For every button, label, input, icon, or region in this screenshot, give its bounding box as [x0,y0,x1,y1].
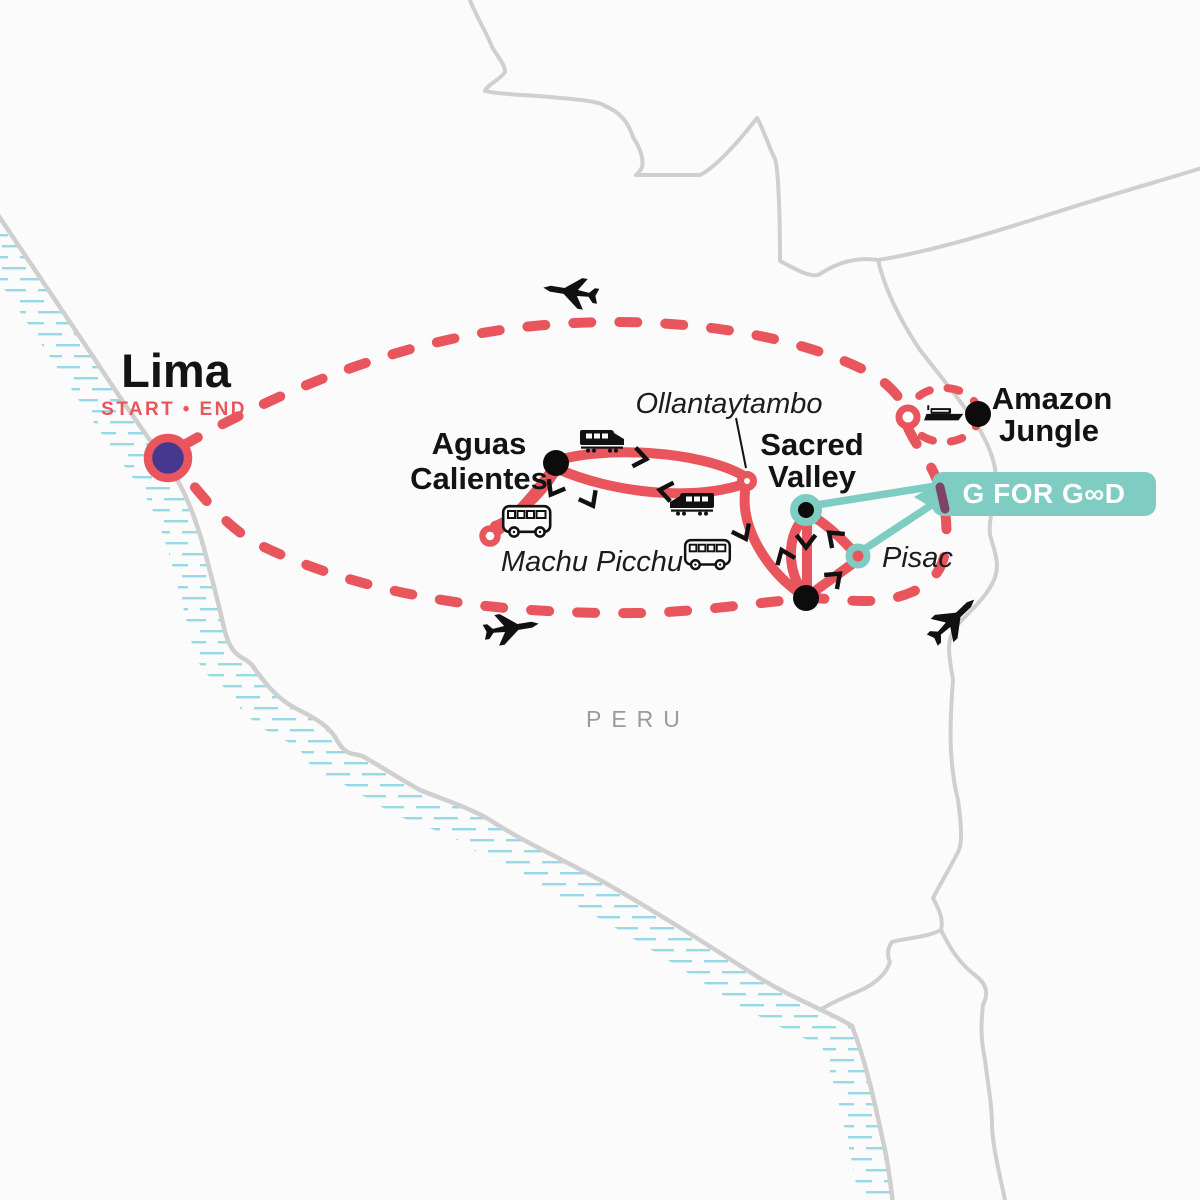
aguas-calientes-label-line2: Calientes [410,461,548,496]
g-for-good-badge: G FOR G∞D [914,472,1156,516]
ollantaytambo-marker [737,471,757,491]
sacred-valley-marker [790,494,822,526]
amazon-jungle-label-line2: Jungle [999,413,1099,448]
cusco-stop-marker [793,585,819,611]
amazon-jungle-marker [965,401,991,427]
route-ollantaytambo-cusco [739,487,803,597]
g-for-good-link-pisac [856,498,940,556]
ollantaytambo-label: Ollantaytambo [636,388,823,420]
lima-label: Lima [121,344,232,397]
pisac-marker [845,543,871,569]
lima-marker [143,433,193,483]
badge-tail [914,484,936,510]
flight-route-lima-outbound [177,316,908,451]
sacred-valley-label-line2: Valley [768,459,857,494]
g-for-good-label: G FOR G∞D [963,478,1126,509]
amazon-jungle-label-line1: Amazon [992,381,1113,416]
route-ollantaytambo-aguas-lower [553,464,749,499]
pisac-label: Pisac [882,542,953,574]
coast-hatching [0,221,893,1200]
border-southwest [818,928,943,1012]
route-overlap-dash [935,482,950,514]
aguas-calientes-label-line1: Aguas [432,426,527,461]
bus-icon [683,538,732,571]
country-label: PERU [586,706,690,732]
ollantaytambo-leader-line [735,417,747,469]
machu-picchu-marker [479,525,501,547]
border-east [876,258,999,932]
machu-picchu-label: Machu Picchu [501,546,683,578]
g-for-good-link-sacred-valley [806,482,940,510]
border-southeast [939,928,1008,1200]
flight-route-return-to-lima [179,423,952,619]
aguas-calientes-marker [543,450,569,476]
border-north [467,0,1200,278]
bus-icon [501,504,552,538]
route-aguas-ollantaytambo-upper [551,447,749,481]
badge-background [932,472,1156,516]
lima-start-end-label: START • END [101,399,247,420]
route-sacredvalley-cusco-left [785,519,807,595]
sacred-valley-label-line1: Sacred [760,427,863,462]
amazon-loop-marker [895,404,921,430]
